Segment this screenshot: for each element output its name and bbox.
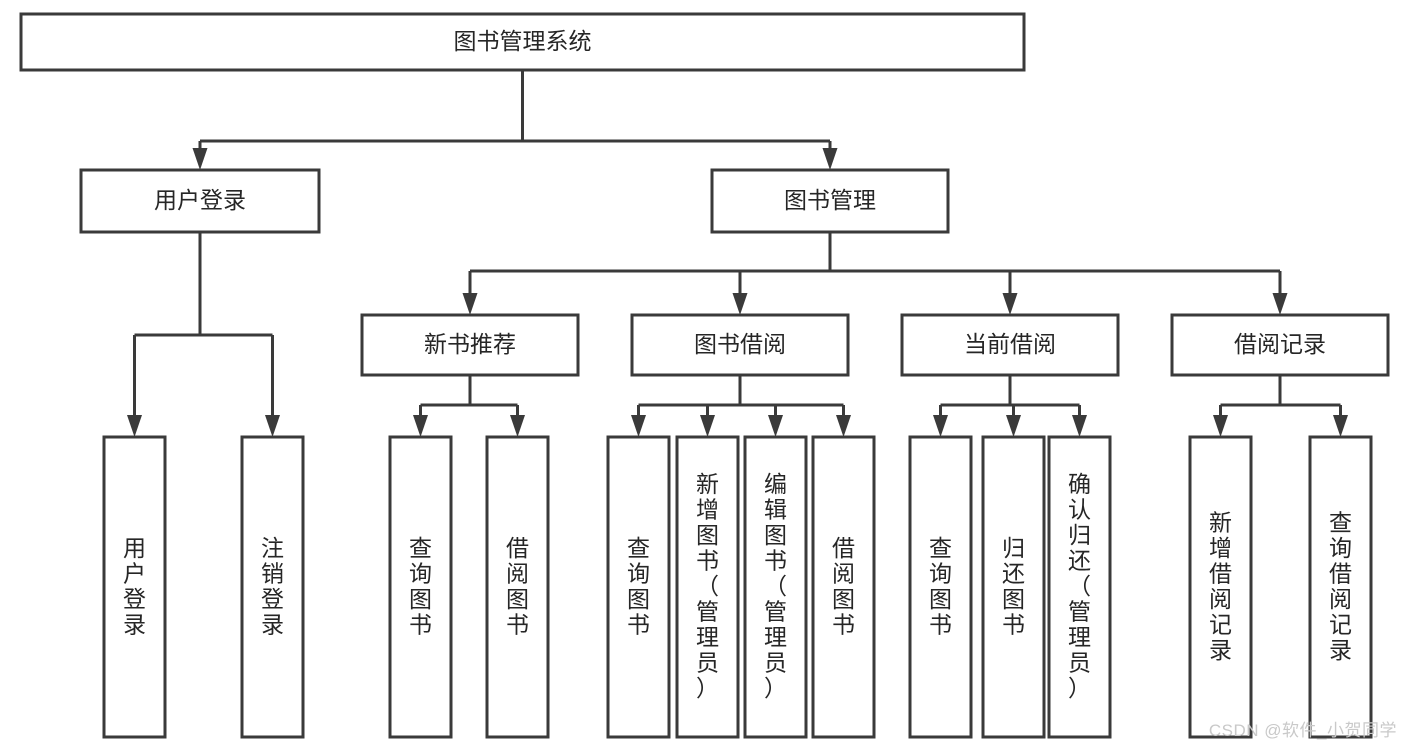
- node-box-leaf-borrow-lend-book[interactable]: [811, 435, 876, 739]
- node-box-leaf-cur-confirm-return[interactable]: [1047, 435, 1112, 739]
- node-label-leaf-user-logout: 注销登录: [261, 535, 284, 638]
- node-label-borrow-record: 借阅记录: [1234, 331, 1326, 357]
- node-label-leaf-borrow-lend-book: 借阅图书: [832, 535, 855, 638]
- node-label-root: 图书管理系统: [454, 28, 592, 54]
- leaf-node-leaf-borrow-add-book[interactable]: 新增图书（管理员）: [675, 435, 740, 739]
- leaf-node-leaf-borrow-edit-book[interactable]: 编辑图书（管理员）: [743, 435, 808, 739]
- node-box-current-borrow[interactable]: [900, 313, 1120, 377]
- node-box-borrow-record[interactable]: [1170, 313, 1390, 377]
- node-box-leaf-rec-borrow-book[interactable]: [485, 435, 550, 739]
- node-label-user-login: 用户登录: [154, 187, 246, 213]
- node-label-leaf-borrow-query-book: 查询图书: [627, 535, 650, 638]
- node-label-leaf-rec-query-record: 查询借阅记录: [1329, 509, 1352, 663]
- leaf-node-leaf-rec-add-record[interactable]: 新增借阅记录: [1188, 435, 1253, 739]
- node-box-leaf-user-logout[interactable]: [240, 435, 305, 739]
- level2-node-book-manage[interactable]: 图书管理: [710, 168, 950, 234]
- leaf-node-leaf-user-login[interactable]: 用户登录: [102, 435, 167, 739]
- node-box-leaf-cur-return-book[interactable]: [981, 435, 1046, 739]
- leaf-node-leaf-rec-query-record[interactable]: 查询借阅记录: [1308, 435, 1373, 739]
- node-box-leaf-borrow-edit-book[interactable]: [743, 435, 808, 739]
- node-label-leaf-cur-return-book: 归还图书: [1002, 535, 1025, 638]
- level2-node-user-login[interactable]: 用户登录: [79, 168, 321, 234]
- node-box-user-login[interactable]: [79, 168, 321, 234]
- leaf-node-leaf-cur-query-book[interactable]: 查询图书: [908, 435, 973, 739]
- node-label-leaf-cur-query-book: 查询图书: [929, 535, 952, 638]
- node-label-leaf-cur-confirm-return: 确认归还（管理员）: [1068, 471, 1091, 701]
- node-box-leaf-rec-add-record[interactable]: [1188, 435, 1253, 739]
- node-label-current-borrow: 当前借阅: [964, 331, 1056, 357]
- leaf-node-leaf-rec-query-book[interactable]: 查询图书: [388, 435, 453, 739]
- node-label-leaf-borrow-add-book: 新增图书（管理员）: [696, 471, 719, 701]
- node-box-new-book-rec[interactable]: [360, 313, 580, 377]
- connectors-layer: [127, 70, 1348, 437]
- node-label-book-borrow: 图书借阅: [694, 331, 786, 357]
- level3-node-current-borrow[interactable]: 当前借阅: [900, 313, 1120, 377]
- leaf-node-leaf-cur-confirm-return[interactable]: 确认归还（管理员）: [1047, 435, 1112, 739]
- node-label-leaf-user-login: 用户登录: [123, 535, 146, 638]
- node-box-leaf-borrow-add-book[interactable]: [675, 435, 740, 739]
- root-node-root[interactable]: 图书管理系统: [19, 12, 1026, 72]
- node-box-leaf-user-login[interactable]: [102, 435, 167, 739]
- leaf-node-leaf-borrow-lend-book[interactable]: 借阅图书: [811, 435, 876, 739]
- node-label-leaf-rec-add-record: 新增借阅记录: [1209, 509, 1232, 663]
- leaf-node-leaf-user-logout[interactable]: 注销登录: [240, 435, 305, 739]
- node-label-leaf-rec-query-book: 查询图书: [409, 535, 432, 638]
- level3-node-book-borrow[interactable]: 图书借阅: [630, 313, 850, 377]
- node-box-book-borrow[interactable]: [630, 313, 850, 377]
- leaf-node-leaf-rec-borrow-book[interactable]: 借阅图书: [485, 435, 550, 739]
- leaf-node-leaf-borrow-query-book[interactable]: 查询图书: [606, 435, 671, 739]
- leaf-node-leaf-cur-return-book[interactable]: 归还图书: [981, 435, 1046, 739]
- node-box-leaf-rec-query-book[interactable]: [388, 435, 453, 739]
- node-label-leaf-rec-borrow-book: 借阅图书: [506, 535, 529, 638]
- nodes-layer: 图书管理系统用户登录图书管理新书推荐图书借阅当前借阅借阅记录用户登录注销登录查询…: [19, 12, 1390, 739]
- node-label-book-manage: 图书管理: [784, 187, 876, 213]
- node-box-leaf-rec-query-record[interactable]: [1308, 435, 1373, 739]
- level3-node-new-book-rec[interactable]: 新书推荐: [360, 313, 580, 377]
- node-box-book-manage[interactable]: [710, 168, 950, 234]
- node-box-leaf-cur-query-book[interactable]: [908, 435, 973, 739]
- level3-node-borrow-record[interactable]: 借阅记录: [1170, 313, 1390, 377]
- node-label-leaf-borrow-edit-book: 编辑图书（管理员）: [764, 471, 787, 701]
- node-box-root[interactable]: [19, 12, 1026, 72]
- node-label-new-book-rec: 新书推荐: [424, 331, 516, 357]
- node-box-leaf-borrow-query-book[interactable]: [606, 435, 671, 739]
